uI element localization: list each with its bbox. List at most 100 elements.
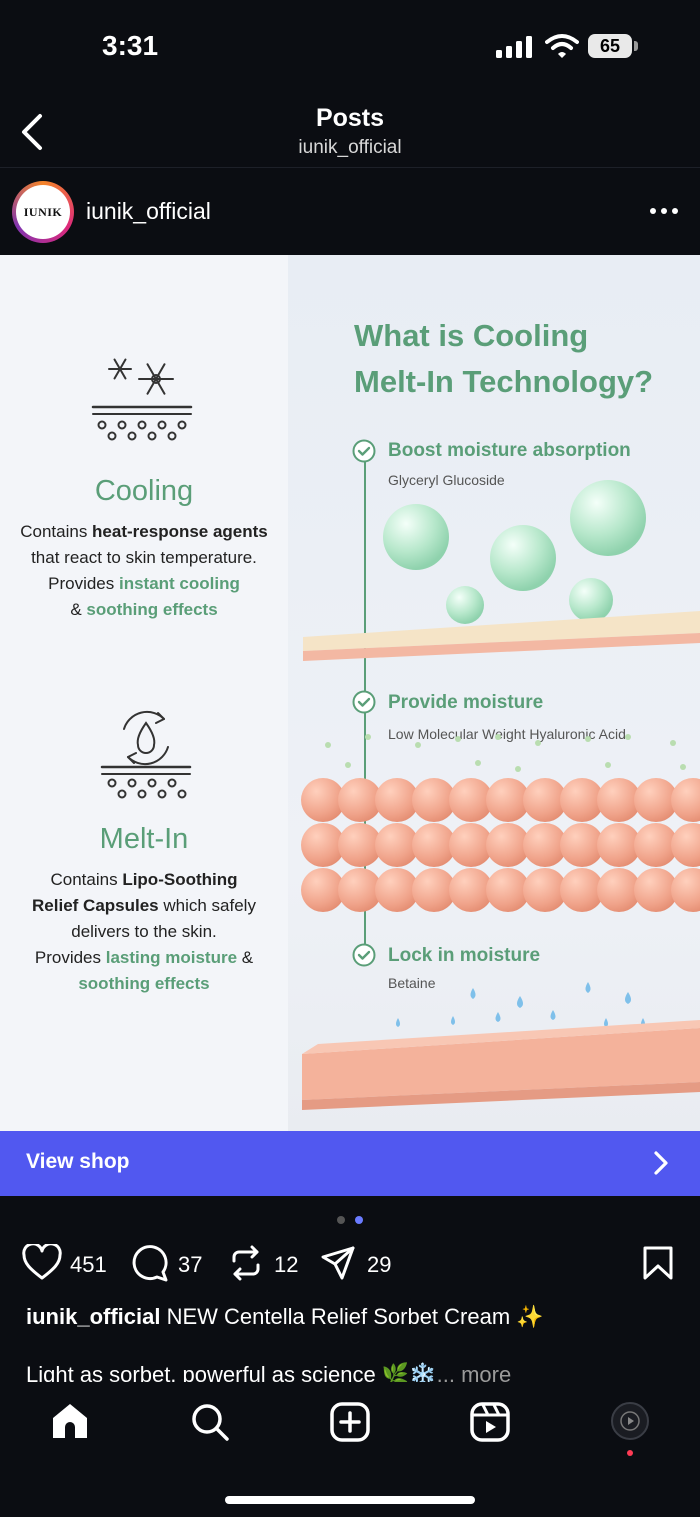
capsule-ball (449, 823, 493, 867)
search-icon[interactable] (190, 1402, 230, 1442)
capsule-ball (375, 868, 419, 912)
comment-icon[interactable] (131, 1244, 169, 1282)
moisture-bubbles-illustration (303, 480, 700, 661)
capsule-ball (597, 778, 641, 822)
lipo-capsules-illustration (301, 734, 700, 912)
caption-second-line[interactable]: Light as sorbet, powerful as science 🌿❄️… (26, 1362, 676, 1382)
capsule-ball (338, 823, 382, 867)
cellular-signal-icon (496, 36, 532, 58)
comments-count[interactable]: 37 (178, 1252, 203, 1277)
moisture-dot (365, 734, 371, 740)
capsule-ball (560, 868, 604, 912)
moisture-dot (455, 736, 461, 742)
caption-text: NEW Centella Relief Sorbet Cream ✨ (160, 1304, 544, 1329)
capsule-ball (634, 778, 678, 822)
capsule-ball (449, 778, 493, 822)
capsule-ball (671, 778, 700, 822)
moisture-dot (345, 762, 351, 768)
notification-dot (627, 1450, 633, 1456)
snowflake-icon (91, 358, 193, 441)
repost-icon[interactable] (229, 1245, 263, 1281)
step-title: Boost moisture absorption (388, 440, 631, 461)
reels-icon[interactable] (470, 1402, 510, 1442)
step-title: Provide moisture (388, 692, 544, 713)
capsule-ball (634, 823, 678, 867)
moisture-dot (625, 734, 631, 740)
step-subtitle: Betaine (388, 975, 436, 991)
post-right-panel (288, 255, 700, 1131)
moisture-dot (670, 740, 676, 746)
technology-title: What is Cooling Melt-In Technology? (354, 318, 654, 399)
page-subtitle: iunik_official (298, 137, 402, 158)
capsule-ball (560, 823, 604, 867)
account-name[interactable]: iunik_official (86, 198, 211, 224)
capsule-ball (597, 868, 641, 912)
step-title: Lock in moisture (388, 945, 541, 966)
capsule-ball (412, 778, 456, 822)
avatar-logo: IUNIK (16, 185, 70, 239)
capsule-ball (301, 868, 345, 912)
melt-in-title: Melt-In (99, 823, 189, 855)
reposts-count[interactable]: 12 (274, 1252, 299, 1277)
moisture-dot (325, 742, 331, 748)
post-image[interactable]: Cooling Contains heat-response agents th… (0, 255, 700, 1131)
moisture-dot (535, 740, 541, 746)
heart-icon[interactable] (22, 1244, 62, 1282)
moisture-dot (495, 734, 501, 740)
more-options-button[interactable] (648, 196, 680, 226)
battery-indicator: 65 (588, 34, 632, 58)
capsule-ball (449, 868, 493, 912)
melt-in-icon (100, 710, 192, 799)
avatar[interactable]: IUNIK (12, 181, 74, 243)
capsule-ball (301, 823, 345, 867)
step-subtitle: Glyceryl Glucoside (388, 472, 505, 488)
likes-count[interactable]: 451 (70, 1252, 107, 1277)
step-subtitle: Low Molecular Weight Hyaluronic Acid (388, 726, 626, 742)
check-circle-icon (352, 690, 376, 714)
skin-base-illustration (302, 982, 700, 1110)
caption-more-link[interactable]: ... more (436, 1362, 512, 1382)
moisture-dot (585, 736, 591, 742)
capsule-ball (523, 868, 567, 912)
carousel-dot (337, 1216, 345, 1224)
capsule-ball (523, 823, 567, 867)
create-icon[interactable] (330, 1402, 370, 1442)
profile-icon[interactable] (610, 1401, 650, 1441)
post-left-panel: Cooling Contains heat-response agents th… (0, 255, 288, 1131)
moisture-dot (605, 762, 611, 768)
capsule-ball (375, 823, 419, 867)
capsule-ball (301, 778, 345, 822)
capsule-ball (634, 868, 678, 912)
bookmark-icon[interactable] (642, 1245, 674, 1281)
home-icon[interactable] (50, 1402, 90, 1440)
battery-cap (634, 41, 638, 51)
capsule-ball (560, 778, 604, 822)
wifi-icon (545, 34, 579, 58)
check-circle-icon (352, 439, 376, 463)
moisture-dot (680, 764, 686, 770)
caption-username[interactable]: iunik_official (26, 1304, 161, 1329)
capsule-ball (338, 868, 382, 912)
home-indicator (225, 1496, 475, 1504)
view-shop-bar[interactable] (0, 1131, 700, 1196)
header-divider (0, 167, 700, 168)
back-button[interactable] (14, 110, 54, 154)
view-shop-label[interactable]: View shop (26, 1150, 130, 1173)
capsule-ball (486, 868, 530, 912)
capsule-ball (671, 868, 700, 912)
cooling-description: Contains heat-response agents that react… (20, 522, 268, 619)
moisture-dot (515, 766, 521, 772)
post-caption[interactable]: iunik_official NEW Centella Relief Sorbe… (26, 1304, 676, 1330)
capsule-ball (338, 778, 382, 822)
capsule-ball (412, 823, 456, 867)
status-time: 3:31 (102, 30, 159, 61)
shares-count[interactable]: 29 (367, 1252, 392, 1277)
chevron-right-icon[interactable] (650, 1150, 672, 1176)
moisture-dot (475, 760, 481, 766)
capsule-ball (412, 868, 456, 912)
check-circle-icon (352, 943, 376, 967)
melt-in-description: Contains Lipo-Soothing Relief Capsules w… (32, 870, 256, 993)
share-icon[interactable] (320, 1245, 356, 1281)
page-title: Posts (315, 104, 385, 132)
capsule-ball (486, 823, 530, 867)
